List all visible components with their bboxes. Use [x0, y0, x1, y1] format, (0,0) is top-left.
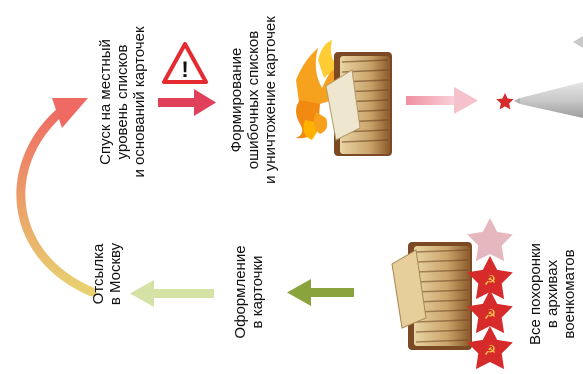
label-cards: Оформление в карточки — [232, 230, 266, 354]
arrow-pink — [406, 87, 478, 114]
obelisk-icon — [496, 36, 583, 118]
label-archives: Все похоронки в архивах военкоматов — [527, 224, 578, 364]
warning-triangle-icon: ! — [164, 44, 206, 82]
svg-text:☭: ☭ — [484, 307, 497, 323]
paper-stack-icon — [392, 242, 472, 350]
star-pale — [467, 218, 513, 261]
label-moscow: Отсылка в Москву — [90, 224, 124, 324]
soviet-star-icon: ☭ — [467, 326, 513, 369]
arrow-olive — [287, 279, 354, 306]
curved-arrow — [21, 98, 92, 292]
label-errors: Формирование ошибочных списков и уничтож… — [228, 2, 279, 198]
svg-text:☭: ☭ — [484, 343, 497, 359]
label-lower-level: Спуск на местный уровень списков и основ… — [97, 12, 148, 192]
burning-papers-icon — [296, 40, 392, 156]
svg-text:☭: ☭ — [484, 273, 497, 289]
arrow-lightgreen — [130, 280, 214, 307]
warning-mark: ! — [181, 57, 188, 82]
arrow-red — [158, 89, 216, 116]
